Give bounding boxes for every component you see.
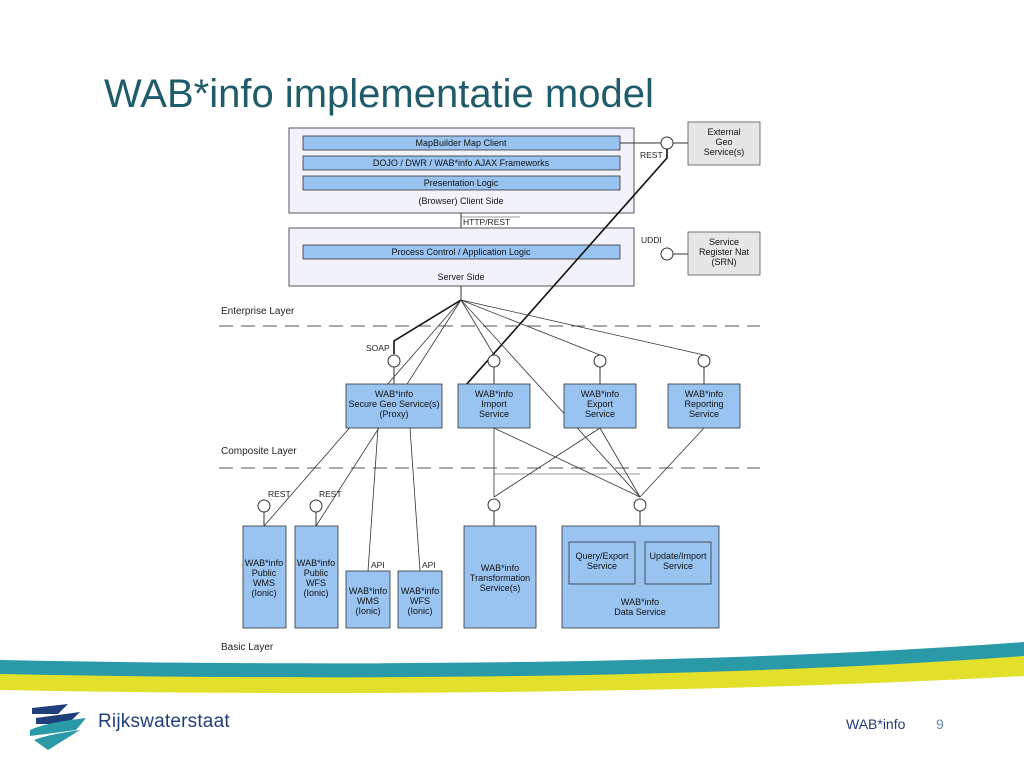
transformation-interface-circle	[487, 498, 501, 512]
data-service-line-2: Data Service	[614, 607, 666, 617]
export-service-line-2: Export	[587, 399, 614, 409]
footer-teal-band	[0, 642, 1024, 678]
import-service-line-1: WAB*info	[475, 389, 513, 399]
transformation-box	[463, 525, 537, 629]
update-import-line-1: Update/Import	[649, 551, 707, 561]
secure-geo-line-1: WAB*info	[375, 389, 413, 399]
public-wfs-line-4: (Ionic)	[303, 588, 328, 598]
presentation-logic-label: Presentation Logic	[424, 178, 499, 188]
export-interface-circle	[593, 354, 607, 368]
public-wms-line-2: Public	[252, 568, 277, 578]
public-wms-line-4: (Ionic)	[251, 588, 276, 598]
wms-line-1: WAB*info	[349, 586, 387, 596]
wms-box	[345, 570, 391, 629]
secure-geo-line-3: (Proxy)	[380, 409, 409, 419]
enterprise-layer-label: Enterprise Layer	[221, 306, 295, 317]
transformation-line-3: Service(s)	[480, 583, 521, 593]
footer-white-area	[0, 676, 1024, 768]
import-service-box	[457, 383, 531, 429]
export-service-line-3: Service	[585, 409, 615, 419]
mapbuilder-label: MapBuilder Map Client	[415, 138, 507, 148]
rijkswaterstaat-logo	[30, 704, 86, 750]
public-wfs-box	[294, 525, 339, 629]
client-side-caption: (Browser) Client Side	[418, 196, 503, 206]
wfs-line-3: (Ionic)	[407, 606, 432, 616]
import-service-line-3: Service	[479, 409, 509, 419]
service-register-line-3: (SRN)	[712, 257, 737, 267]
footer-app-name: WAB*info	[846, 716, 906, 732]
api-label-2: API	[422, 560, 436, 570]
reporting-service-box	[667, 383, 741, 429]
ajax-frameworks-label: DOJO / DWR / WAB*info AJAX Frameworks	[373, 158, 550, 168]
wms-line-3: (Ionic)	[355, 606, 380, 616]
reporting-service-line-2: Reporting	[684, 399, 723, 409]
public-wfs-line-1: WAB*info	[297, 558, 335, 568]
update-import-box	[644, 541, 712, 585]
soap-label: SOAP	[366, 343, 390, 353]
public-wms-line-3: WMS	[253, 578, 275, 588]
wms-line-2: WMS	[357, 596, 379, 606]
transformation-line-2: Transformation	[470, 573, 530, 583]
update-import-line-2: Service	[663, 561, 693, 571]
secure-geo-service-box	[345, 383, 443, 429]
presentation-logic-box	[302, 175, 621, 191]
proxy-interface-circle	[387, 354, 401, 368]
external-geo-line-2: Geo	[715, 137, 732, 147]
public-wfs-interface-circle	[309, 499, 323, 513]
reporting-service-line-3: Service	[689, 409, 719, 419]
public-wms-line-1: WAB*info	[245, 558, 283, 568]
service-register-box	[687, 231, 761, 276]
service-register-line-1: Service	[709, 237, 739, 247]
http-rest-label: HTTP/REST	[463, 217, 510, 227]
query-export-line-1: Query/Export	[575, 551, 629, 561]
import-service-line-2: Import	[481, 399, 507, 409]
export-service-line-1: WAB*info	[581, 389, 619, 399]
transformation-line-1: WAB*info	[481, 563, 519, 573]
server-side-caption: Server Side	[437, 272, 484, 282]
api-label-1: API	[371, 560, 385, 570]
ajax-frameworks-box	[302, 155, 621, 171]
wfs-line-2: WFS	[410, 596, 430, 606]
data-service-line-1: WAB*info	[621, 597, 659, 607]
rest-label-2: REST	[319, 489, 342, 499]
query-export-line-2: Service	[587, 561, 617, 571]
rest-label-1: REST	[268, 489, 291, 499]
page-number: 9	[936, 716, 944, 732]
secure-geo-line-2: Secure Geo Service(s)	[348, 399, 439, 409]
public-wfs-line-2: Public	[304, 568, 329, 578]
wfs-box	[397, 570, 443, 629]
basic-layer-label: Basic Layer	[221, 642, 274, 653]
external-geo-line-3: Service(s)	[704, 147, 745, 157]
rest-top-label: REST	[640, 150, 663, 160]
process-control-label: Process Control / Application Logic	[391, 247, 531, 257]
public-wms-box	[242, 525, 287, 629]
service-register-line-2: Register Nat	[699, 247, 750, 257]
public-wfs-line-3: WFS	[306, 578, 326, 588]
external-geo-box	[687, 121, 761, 166]
composite-layer-label: Composite Layer	[221, 446, 297, 457]
wfs-line-1: WAB*info	[401, 586, 439, 596]
data-service-interface-circle	[633, 498, 647, 512]
uddi-label: UDDI	[641, 235, 662, 245]
reporting-interface-circle	[697, 354, 711, 368]
external-geo-line-1: External	[707, 127, 740, 137]
public-wms-interface-circle	[257, 499, 271, 513]
reporting-service-line-1: WAB*info	[685, 389, 723, 399]
brand-name: Rijkswaterstaat	[98, 711, 230, 732]
import-interface-circle	[487, 354, 501, 368]
process-control-box	[302, 244, 621, 260]
query-export-box	[568, 541, 636, 585]
uddi-interface-circle	[660, 247, 674, 261]
rest-interface-circle	[660, 136, 674, 150]
slide-title: WAB*info implementatie model	[104, 72, 654, 116]
